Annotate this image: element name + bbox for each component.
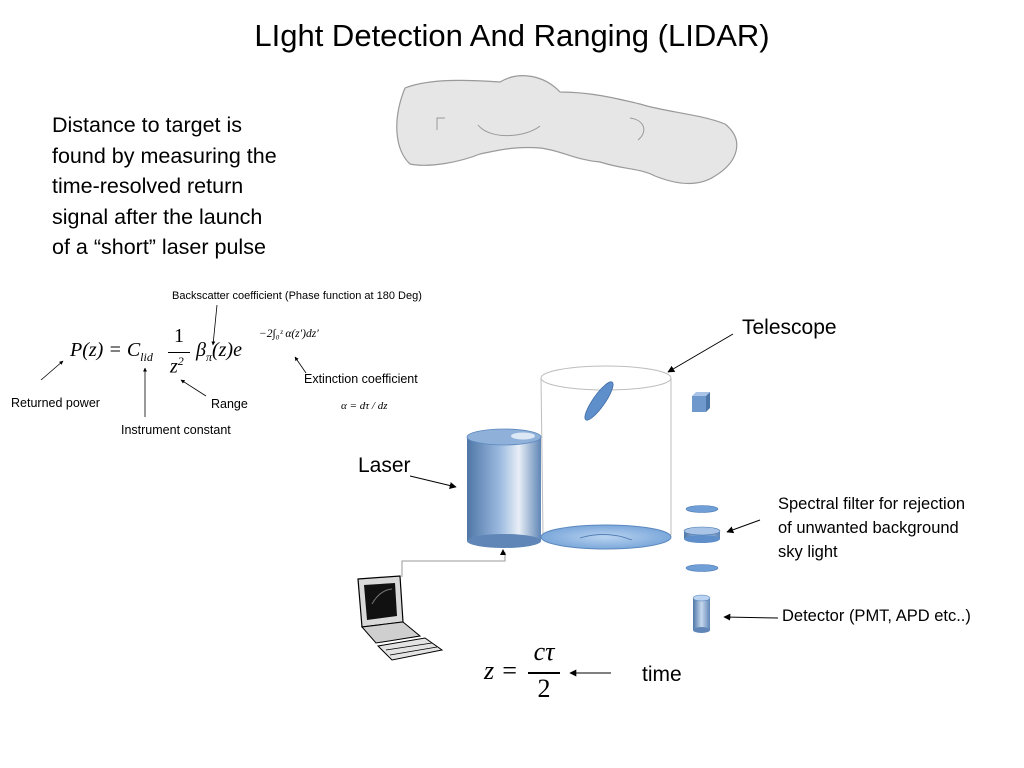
fraction-bar xyxy=(528,672,560,674)
backscatter-label: Backscatter coefficient (Phase function … xyxy=(172,290,422,302)
range-label: Range xyxy=(211,397,248,411)
spectral-filter-line: Spectral filter for rejection xyxy=(778,495,966,513)
description-line: Distance to target is xyxy=(52,113,243,137)
fraction-bar xyxy=(168,352,190,353)
equation-text: P(z) = C xyxy=(70,339,141,361)
primary-mirror xyxy=(540,524,672,550)
page-title: LIght Detection And Ranging (LIDAR) xyxy=(254,18,770,53)
equation-sup: 2 xyxy=(177,354,184,368)
lidar-equation-lhs: P(z) = Clid xyxy=(70,339,153,365)
laser-label: Laser xyxy=(358,454,411,477)
description-line: of a “short” laser pulse xyxy=(52,235,266,259)
equation-sub: lid xyxy=(140,350,153,364)
lidar-fraction-denominator: z2 xyxy=(170,354,184,379)
range-equation-denominator: 2 xyxy=(537,674,551,703)
cloud-target xyxy=(396,75,738,185)
spectral-filter-line: sky light xyxy=(778,543,838,561)
extinction-label: Extinction coefficient xyxy=(304,372,418,386)
telescope xyxy=(540,365,672,550)
description-line: signal after the launch xyxy=(52,204,263,229)
lidar-backscatter-term: βπ(z)e xyxy=(196,339,242,365)
computer-icon xyxy=(357,549,506,661)
time-label: time xyxy=(642,663,682,686)
spectral-filter-label: Spectral filter for rejection of unwante… xyxy=(778,492,965,564)
detector xyxy=(692,594,711,633)
equation-text: (z)e xyxy=(211,339,242,361)
secondary-mirror xyxy=(584,381,614,421)
equation-sub: π xyxy=(205,350,212,364)
spectral-filters xyxy=(683,505,721,572)
spectral-filter-line: of unwanted background xyxy=(778,519,959,537)
laser xyxy=(466,428,542,548)
range-equation-numerator: cτ xyxy=(533,637,555,666)
description-line: time-resolved return xyxy=(52,174,244,198)
equation-text: β xyxy=(196,339,206,361)
lidar-exponent: −2∫₀ᶻ α(z′)dz′ xyxy=(259,328,319,340)
beam-splitter-cube xyxy=(692,392,710,412)
detector-label: Detector (PMT, APD etc..) xyxy=(782,607,971,625)
description-text: Distance to target is found by measuring… xyxy=(52,110,342,263)
lidar-fraction-numerator: 1 xyxy=(174,325,184,347)
equation-text: z xyxy=(170,355,178,378)
instrument-constant-label: Instrument constant xyxy=(121,423,231,437)
returned-power-label: Returned power xyxy=(11,396,100,410)
description-line: found by measuring the xyxy=(52,143,277,168)
alpha-definition: α = dτ / dz xyxy=(341,400,388,412)
range-equation-lhs: z = xyxy=(484,656,519,685)
telescope-label: Telescope xyxy=(742,316,837,339)
